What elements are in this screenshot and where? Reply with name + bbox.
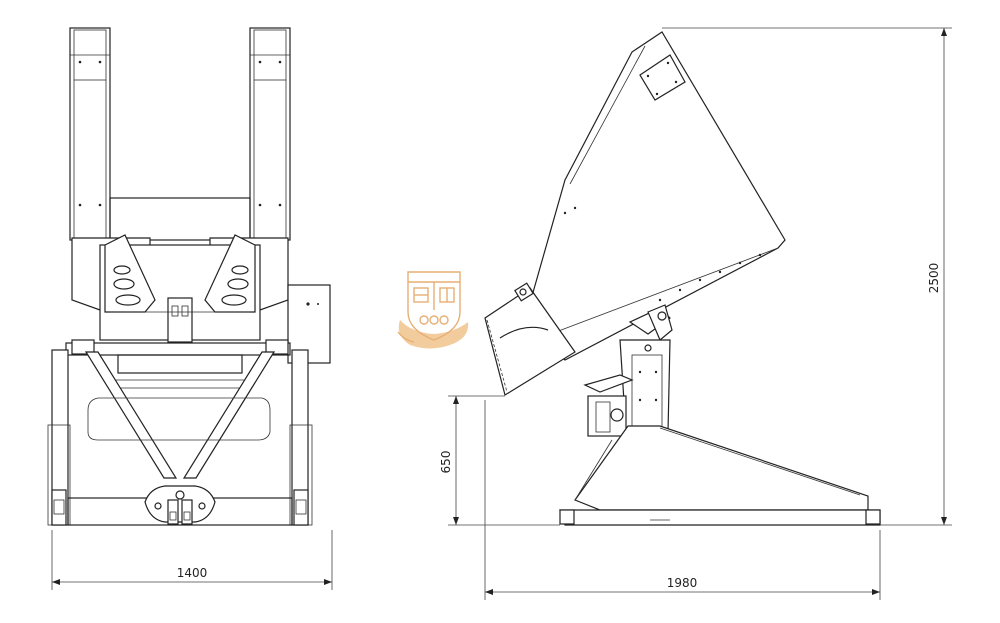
side-view (484, 31, 881, 526)
university-crest-watermark (397, 271, 469, 349)
dimension-width-front: 1400 (177, 566, 208, 580)
dimension-height-discharge: 650 (439, 451, 453, 474)
dimension-lines (51, 27, 952, 600)
dimension-height-total: 2500 (927, 263, 941, 294)
dimension-width-side: 1980 (667, 576, 698, 590)
front-view (47, 27, 331, 526)
